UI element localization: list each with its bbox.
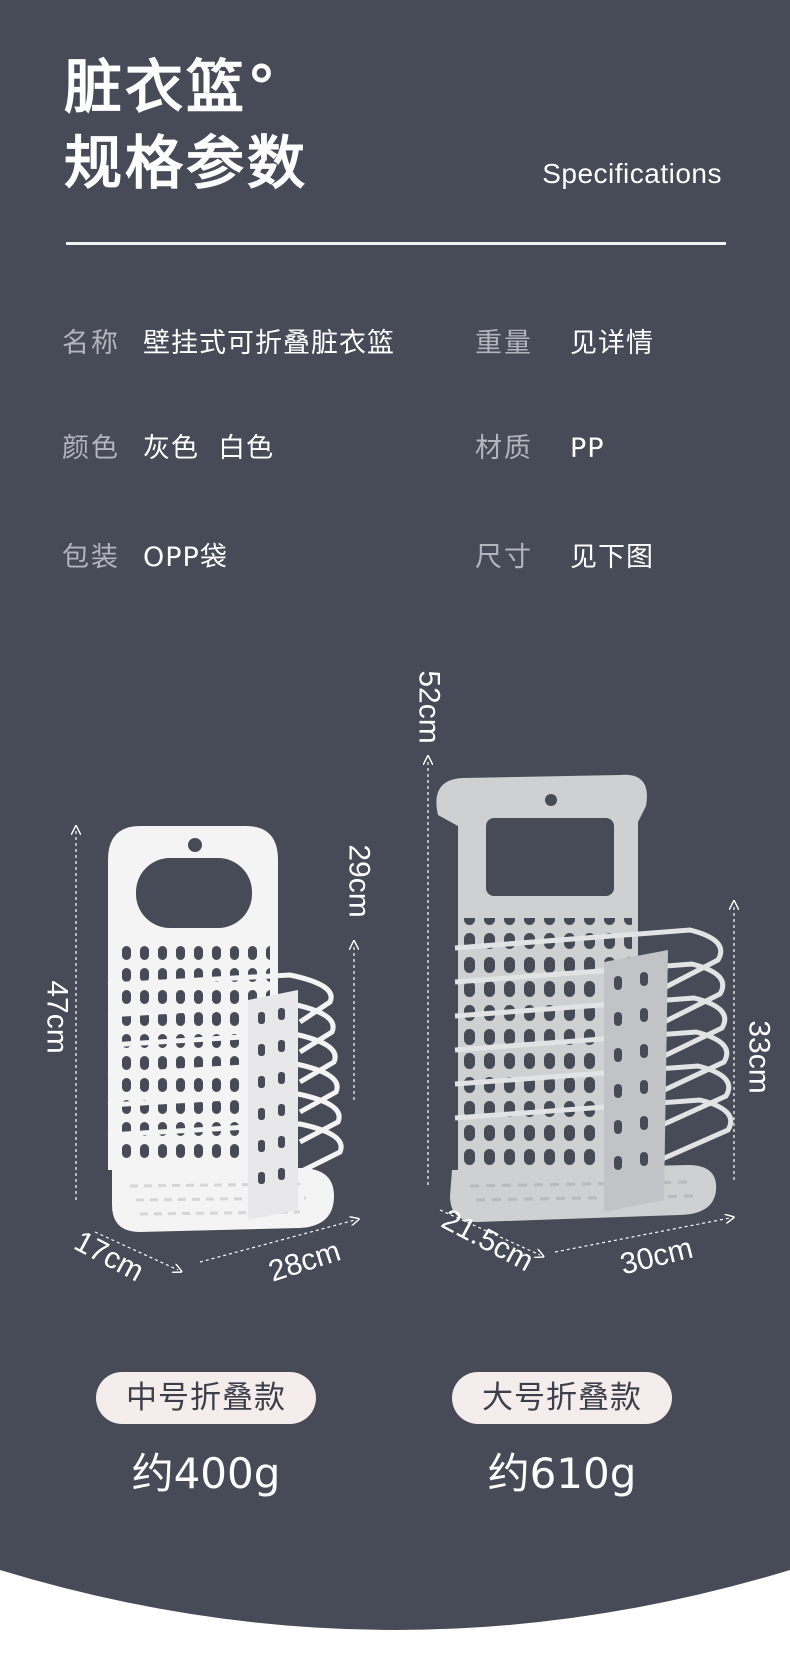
spec-label-size: 尺寸 bbox=[475, 542, 533, 573]
title-divider bbox=[66, 242, 726, 245]
medium-basket-height-label: 29cm bbox=[342, 844, 376, 918]
spec-value-weight: 见详情 bbox=[570, 328, 654, 359]
page-title-line-1: 脏衣篮° bbox=[64, 53, 280, 121]
spec-value-name: 壁挂式可折叠脏衣篮 bbox=[143, 328, 395, 359]
product-illustration bbox=[0, 640, 790, 1300]
large-weight: 约610g bbox=[487, 1449, 637, 1498]
spec-value-material: PP bbox=[570, 433, 605, 464]
spec-label-name: 名称 bbox=[62, 328, 120, 359]
spec-label-material: 材质 bbox=[475, 433, 533, 464]
medium-height-label: 47cm bbox=[40, 980, 74, 1054]
medium-model-badge: 中号折叠款 bbox=[96, 1372, 316, 1424]
large-basket-height-label: 33cm bbox=[742, 1020, 776, 1094]
page-title-line-2: 规格参数 bbox=[64, 129, 309, 197]
large-height-label: 52cm bbox=[412, 670, 446, 744]
page-subtitle: Specifications bbox=[542, 158, 722, 189]
medium-basket-image bbox=[107, 826, 344, 1232]
spec-label-packaging: 包装 bbox=[62, 542, 120, 573]
large-basket-image bbox=[436, 774, 734, 1222]
spec-value-color: 灰色 白色 bbox=[143, 433, 275, 464]
medium-weight: 约400g bbox=[131, 1449, 281, 1498]
large-model-badge: 大号折叠款 bbox=[452, 1372, 672, 1424]
spec-label-color: 颜色 bbox=[62, 433, 120, 464]
spec-label-weight: 重量 bbox=[475, 328, 533, 359]
spec-value-packaging: OPP袋 bbox=[143, 542, 228, 573]
bottom-curve bbox=[0, 1570, 790, 1656]
spec-value-size: 见下图 bbox=[570, 542, 654, 573]
